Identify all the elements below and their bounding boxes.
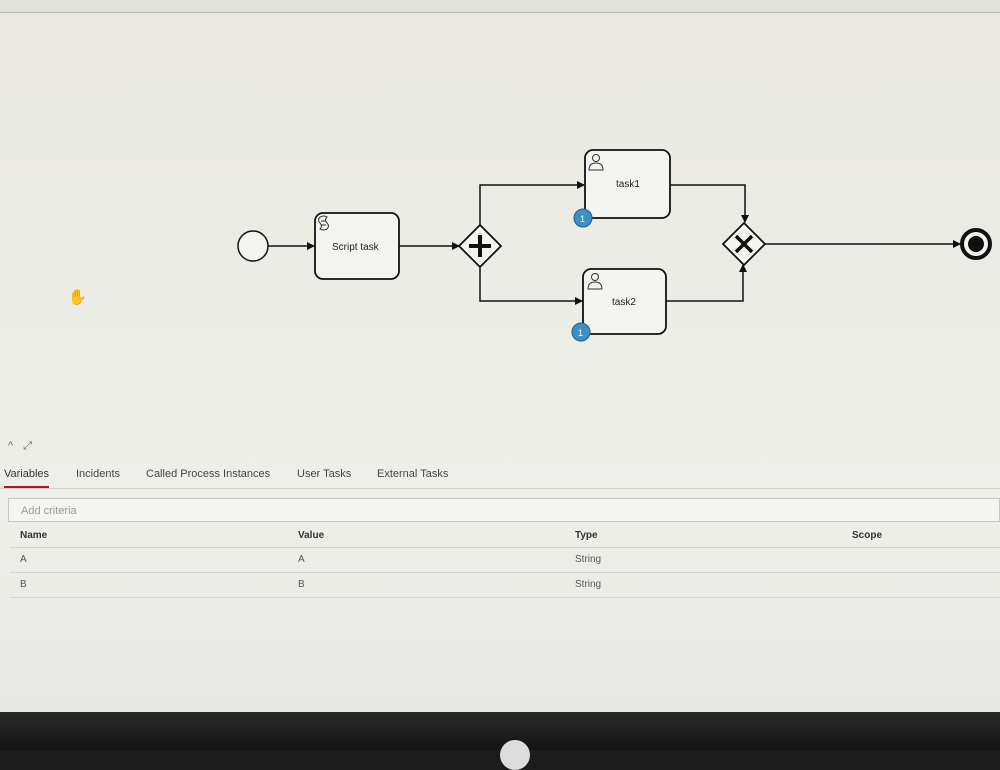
detail-tabs: Variables Incidents Called Process Insta… [0,462,1000,489]
script-icon [318,215,329,231]
expand-arrows-icon[interactable]: ⤢ [23,440,32,452]
variable-type: String [575,554,602,565]
tab-user-tasks[interactable]: User Tasks [297,468,352,480]
user-task-1[interactable]: task1 1 [573,149,671,228]
flow-task1-to-join[interactable] [670,184,749,223]
tab-incidents[interactable]: Incidents [76,468,121,480]
bpmn-diagram[interactable]: Script task task1 1 [0,0,1000,430]
sequence-flows [268,181,961,305]
flow-split-to-task1[interactable] [479,181,585,225]
screen: Script task task1 1 [0,0,1000,712]
user-task-2[interactable]: task2 1 [571,268,667,342]
end-event[interactable] [960,228,992,260]
column-header-type[interactable]: Type [575,530,598,541]
panel-controls: ^⤢ [8,440,48,456]
tab-external-tasks[interactable]: External Tasks [377,468,449,480]
monitor-logo-icon [500,740,530,770]
table-header-row: Name Value Type Scope [10,525,1000,548]
variables-table: Name Value Type Scope A A String B B Str… [10,525,1000,598]
column-header-value[interactable]: Value [298,530,325,541]
flow-split-to-task2[interactable] [479,267,583,305]
monitor-bezel [0,712,1000,770]
browser-top-strip [0,0,1000,13]
table-row[interactable]: A A String [10,548,1000,573]
variable-value[interactable]: B [298,579,305,590]
user-icon [588,154,604,171]
task1-label: task1 [616,179,640,190]
token-count-task2: 1 [578,328,583,338]
token-badge-task1: 1 [573,208,593,228]
tab-called-process-instances[interactable]: Called Process Instances [146,468,271,480]
column-header-name[interactable]: Name [20,530,48,541]
token-badge-task2: 1 [571,322,591,342]
hand-cursor-icon: ✋ [68,289,87,306]
tab-variables[interactable]: Variables [4,468,50,488]
start-event[interactable] [237,230,269,262]
exclusive-gateway-join[interactable] [721,221,767,267]
variable-name: B [20,579,27,590]
variable-value[interactable]: A [298,554,305,565]
parallel-gateway-split[interactable] [457,223,503,269]
flow-task2-to-join[interactable] [666,264,747,302]
plus-icon [469,235,491,257]
task2-label: task2 [612,297,636,308]
chevron-up-icon[interactable]: ^ [8,440,14,452]
script-task-label: Script task [332,242,380,253]
script-task[interactable]: Script task [314,212,400,280]
user-icon [587,273,603,290]
variable-name: A [20,554,27,565]
table-row[interactable]: B B String [10,573,1000,598]
column-header-scope[interactable]: Scope [852,530,883,541]
variable-type: String [575,579,602,590]
add-criteria-input[interactable] [9,499,1000,523]
token-count-task1: 1 [580,214,585,224]
x-icon [734,234,754,254]
criteria-filter [8,498,1000,523]
